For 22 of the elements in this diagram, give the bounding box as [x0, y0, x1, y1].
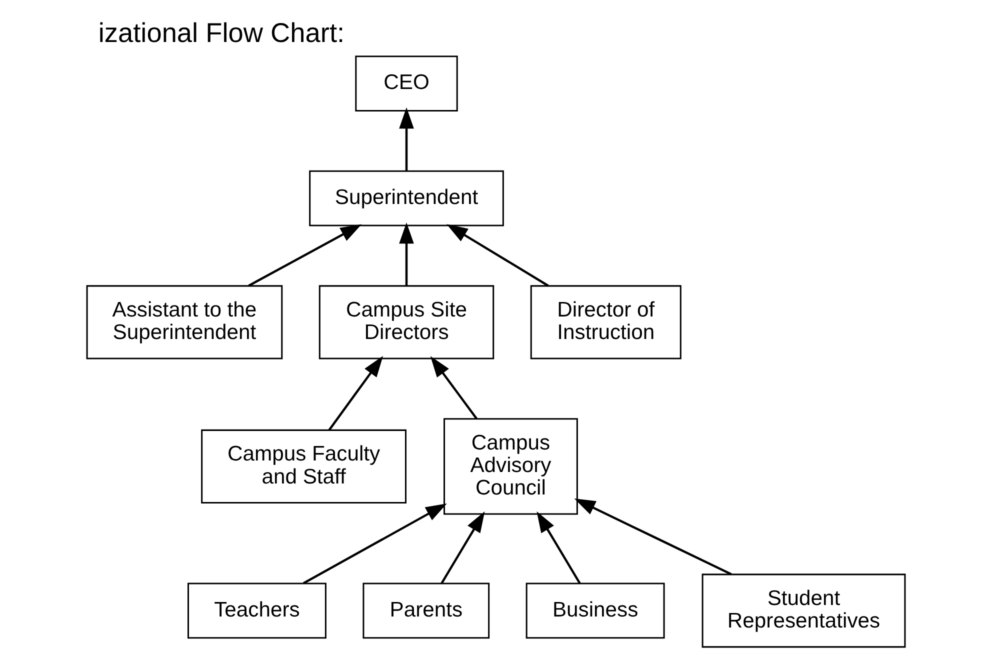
arrow [398, 222, 414, 286]
node-box: Student Representatives [701, 574, 906, 648]
node-box: Assistant to the Superintendent [86, 285, 282, 360]
arrow [302, 503, 446, 584]
node-box: CEO [354, 56, 458, 112]
diagram-title: izational Flow Chart: [98, 16, 344, 48]
node-box: Campus Site Directors [318, 285, 494, 360]
arrow [574, 498, 732, 576]
node-box: Business [525, 582, 664, 639]
arrow [328, 356, 383, 431]
arrow [248, 224, 362, 287]
node-box: Director of Instruction [530, 285, 681, 360]
node-box: Campus Faculty and Staff [200, 429, 406, 504]
node-box: Campus Advisory Council [443, 418, 578, 515]
node-box: Superintendent [308, 170, 504, 226]
arrow [430, 356, 478, 420]
node-box: Teachers [187, 582, 326, 639]
arrow [446, 224, 548, 287]
arrow [398, 107, 414, 171]
node-box: Parents [362, 582, 490, 639]
arrow [440, 511, 484, 584]
arrow [536, 511, 580, 584]
